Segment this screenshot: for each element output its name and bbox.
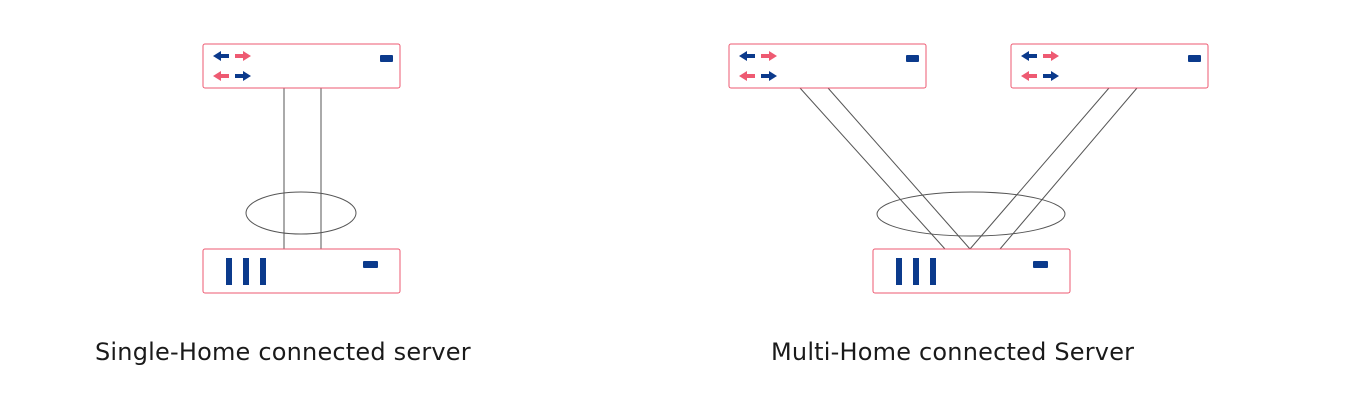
link-line: [969, 87, 1110, 250]
server: [872, 248, 1071, 294]
bidirectional-arrows-icon: [1021, 51, 1059, 81]
bidirectional-arrows-icon: [213, 51, 251, 81]
link-line: [999, 87, 1138, 250]
link-aggregation-ellipse: [876, 191, 1066, 237]
switch: [202, 43, 401, 89]
status-led-icon: [906, 55, 919, 62]
link-line: [827, 87, 971, 250]
link-line: [799, 87, 946, 250]
status-led-icon: [1033, 261, 1048, 268]
multi-home-diagram: [728, 43, 1209, 294]
single-home-caption: Single-Home connected server: [95, 338, 471, 366]
multi-home-caption: Multi-Home connected Server: [771, 338, 1135, 366]
status-led-icon: [363, 261, 378, 268]
single-home-diagram: [202, 43, 401, 294]
drive-bays-icon: [896, 258, 936, 285]
drive-bays-icon: [226, 258, 266, 285]
status-led-icon: [380, 55, 393, 62]
switch-right: [1010, 43, 1209, 89]
bidirectional-arrows-icon: [739, 51, 777, 81]
switch-left: [728, 43, 927, 89]
link-aggregation-ellipse: [245, 191, 357, 235]
status-led-icon: [1188, 55, 1201, 62]
server: [202, 248, 401, 294]
